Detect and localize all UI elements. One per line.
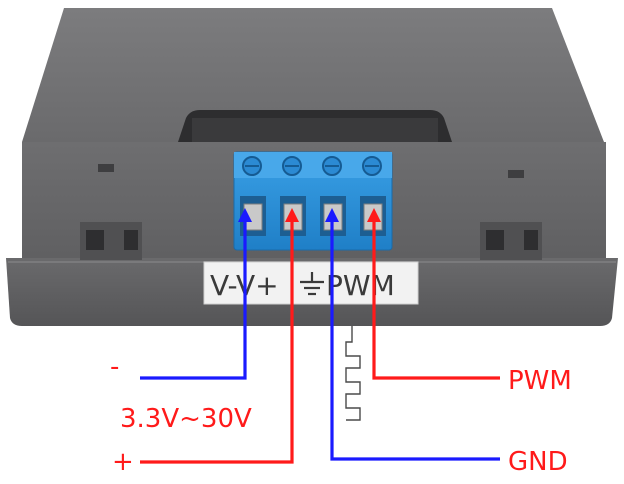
wires <box>140 218 500 464</box>
arrowhead-minus <box>238 208 252 222</box>
case-top <box>22 8 604 142</box>
wire-plus <box>140 218 294 464</box>
terminal-block <box>233 151 393 251</box>
device-case <box>6 8 618 326</box>
label-minus: - <box>110 352 119 382</box>
label-pwm: PWM <box>508 366 572 396</box>
ground-symbol-icon <box>300 272 324 296</box>
pin-label-right: PWM <box>326 269 395 302</box>
arrowhead-gnd <box>325 208 339 222</box>
pwm-waveform-icon <box>345 326 361 421</box>
arrowhead-pwm <box>367 208 381 222</box>
label-voltage-range: 3.3V~30V <box>120 404 252 434</box>
pin-label-strip: V-V+ PWM <box>203 261 419 305</box>
wire-minus <box>140 218 247 380</box>
terminal-screws <box>242 156 382 176</box>
wire-gnd <box>330 218 500 461</box>
wire-pwm <box>372 218 500 380</box>
arrowhead-plus <box>285 208 299 222</box>
wire-arrowheads <box>238 208 381 222</box>
label-plus: + <box>112 447 134 477</box>
label-gnd: GND <box>508 447 568 477</box>
